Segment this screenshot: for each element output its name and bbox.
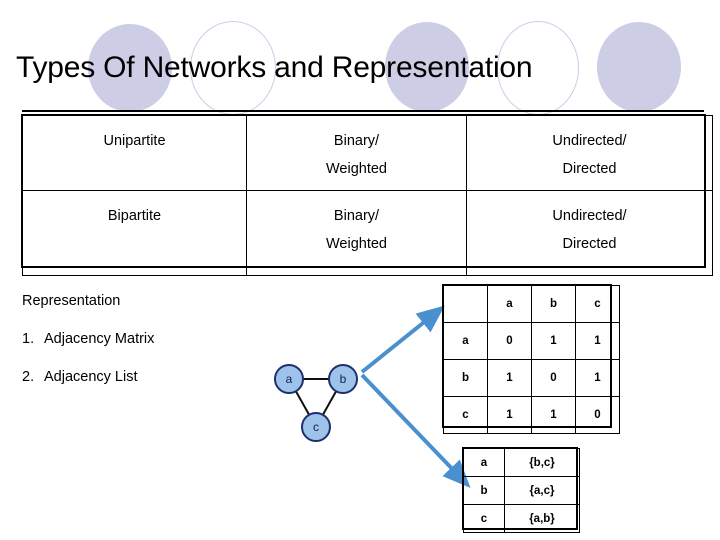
network-types-table: Unipartite Binary/ Weighted Undirected/ …: [22, 115, 713, 276]
graph-diagram: a b c: [262, 352, 372, 452]
list-item-number: 2.: [22, 369, 35, 385]
adjacency-list-table: a {b,c} b {a,c} c {a,b}: [463, 448, 580, 533]
matrix-col-header-b: b: [531, 285, 576, 323]
graph-node-b[interactable]: b: [328, 364, 358, 394]
list-key-a: a: [463, 448, 505, 477]
matrix-col-header-c: c: [575, 285, 620, 323]
title-underline-rule: [22, 110, 704, 112]
cell-text-line1: Binary/: [333, 208, 380, 224]
list-value-c: {a,b}: [504, 504, 580, 533]
table-row: Unipartite Binary/ Weighted Undirected/ …: [22, 115, 713, 191]
cell-text: Bipartite: [107, 208, 162, 224]
list-key-b: b: [463, 476, 505, 505]
list-key-c: c: [463, 504, 505, 533]
cell-text-line2: Weighted: [326, 236, 387, 252]
cell-text-line2: Directed: [562, 236, 617, 252]
matrix-corner-cell: [443, 285, 488, 323]
matrix-cell-ac: 1: [575, 322, 620, 360]
cell-bipartite-weighting: Binary/ Weighted: [246, 190, 467, 276]
matrix-cell-ab: 1: [531, 322, 576, 360]
matrix-cell-ca: 1: [487, 396, 532, 434]
cell-bipartite-direction: Undirected/ Directed: [466, 190, 713, 276]
list-item: 1. Adjacency Matrix: [22, 329, 272, 349]
matrix-cell-aa: 0: [487, 322, 532, 360]
arrow-to-matrix-icon: [360, 305, 445, 374]
list-item: 2. Adjacency List: [22, 367, 272, 387]
table-row: b {a,c}: [463, 476, 580, 505]
representation-heading: Representation: [22, 293, 121, 309]
representation-block: Representation 1. Adjacency Matrix 2. Adja…: [22, 291, 272, 405]
matrix-cell-cb: 1: [531, 396, 576, 434]
cell-bipartite: Bipartite: [22, 190, 247, 276]
cell-text-line1: Binary/: [333, 133, 380, 149]
matrix-cell-bc: 1: [575, 359, 620, 397]
table-row: c 1 1 0: [443, 396, 620, 434]
adjacency-matrix-table: a b c a 0 1 1 b 1 0 1 c 1 1 0: [443, 285, 620, 434]
table-row: a {b,c}: [463, 448, 580, 477]
cell-text-line1: Undirected/: [552, 133, 627, 149]
table-row: a b c: [443, 285, 620, 323]
list-item-label: Adjacency Matrix: [44, 331, 155, 347]
cell-unipartite: Unipartite: [22, 115, 247, 191]
cell-text: Unipartite: [103, 133, 166, 149]
table-row: b 1 0 1: [443, 359, 620, 397]
matrix-cell-ba: 1: [487, 359, 532, 397]
matrix-col-header-a: a: [487, 285, 532, 323]
matrix-cell-bb: 0: [531, 359, 576, 397]
cell-text-line2: Directed: [562, 161, 617, 177]
list-item-label: Adjacency List: [44, 369, 138, 385]
matrix-cell-cc: 0: [575, 396, 620, 434]
matrix-row-header-a: a: [443, 322, 488, 360]
list-value-b: {a,c}: [504, 476, 580, 505]
graph-node-c[interactable]: c: [301, 412, 331, 442]
list-value-a: {b,c}: [504, 448, 580, 477]
matrix-row-header-b: b: [443, 359, 488, 397]
table-row: Bipartite Binary/ Weighted Undirected/ D…: [22, 190, 713, 276]
graph-node-a[interactable]: a: [274, 364, 304, 394]
page-title: Types Of Networks and Representation: [16, 51, 533, 84]
table-row: c {a,b}: [463, 504, 580, 533]
cell-unipartite-weighting: Binary/ Weighted: [246, 115, 467, 191]
cell-unipartite-direction: Undirected/ Directed: [466, 115, 713, 191]
list-item-number: 1.: [22, 331, 35, 347]
cell-text-line2: Weighted: [326, 161, 387, 177]
matrix-row-header-c: c: [443, 396, 488, 434]
cell-text-line1: Undirected/: [552, 208, 627, 224]
table-row: a 0 1 1: [443, 322, 620, 360]
